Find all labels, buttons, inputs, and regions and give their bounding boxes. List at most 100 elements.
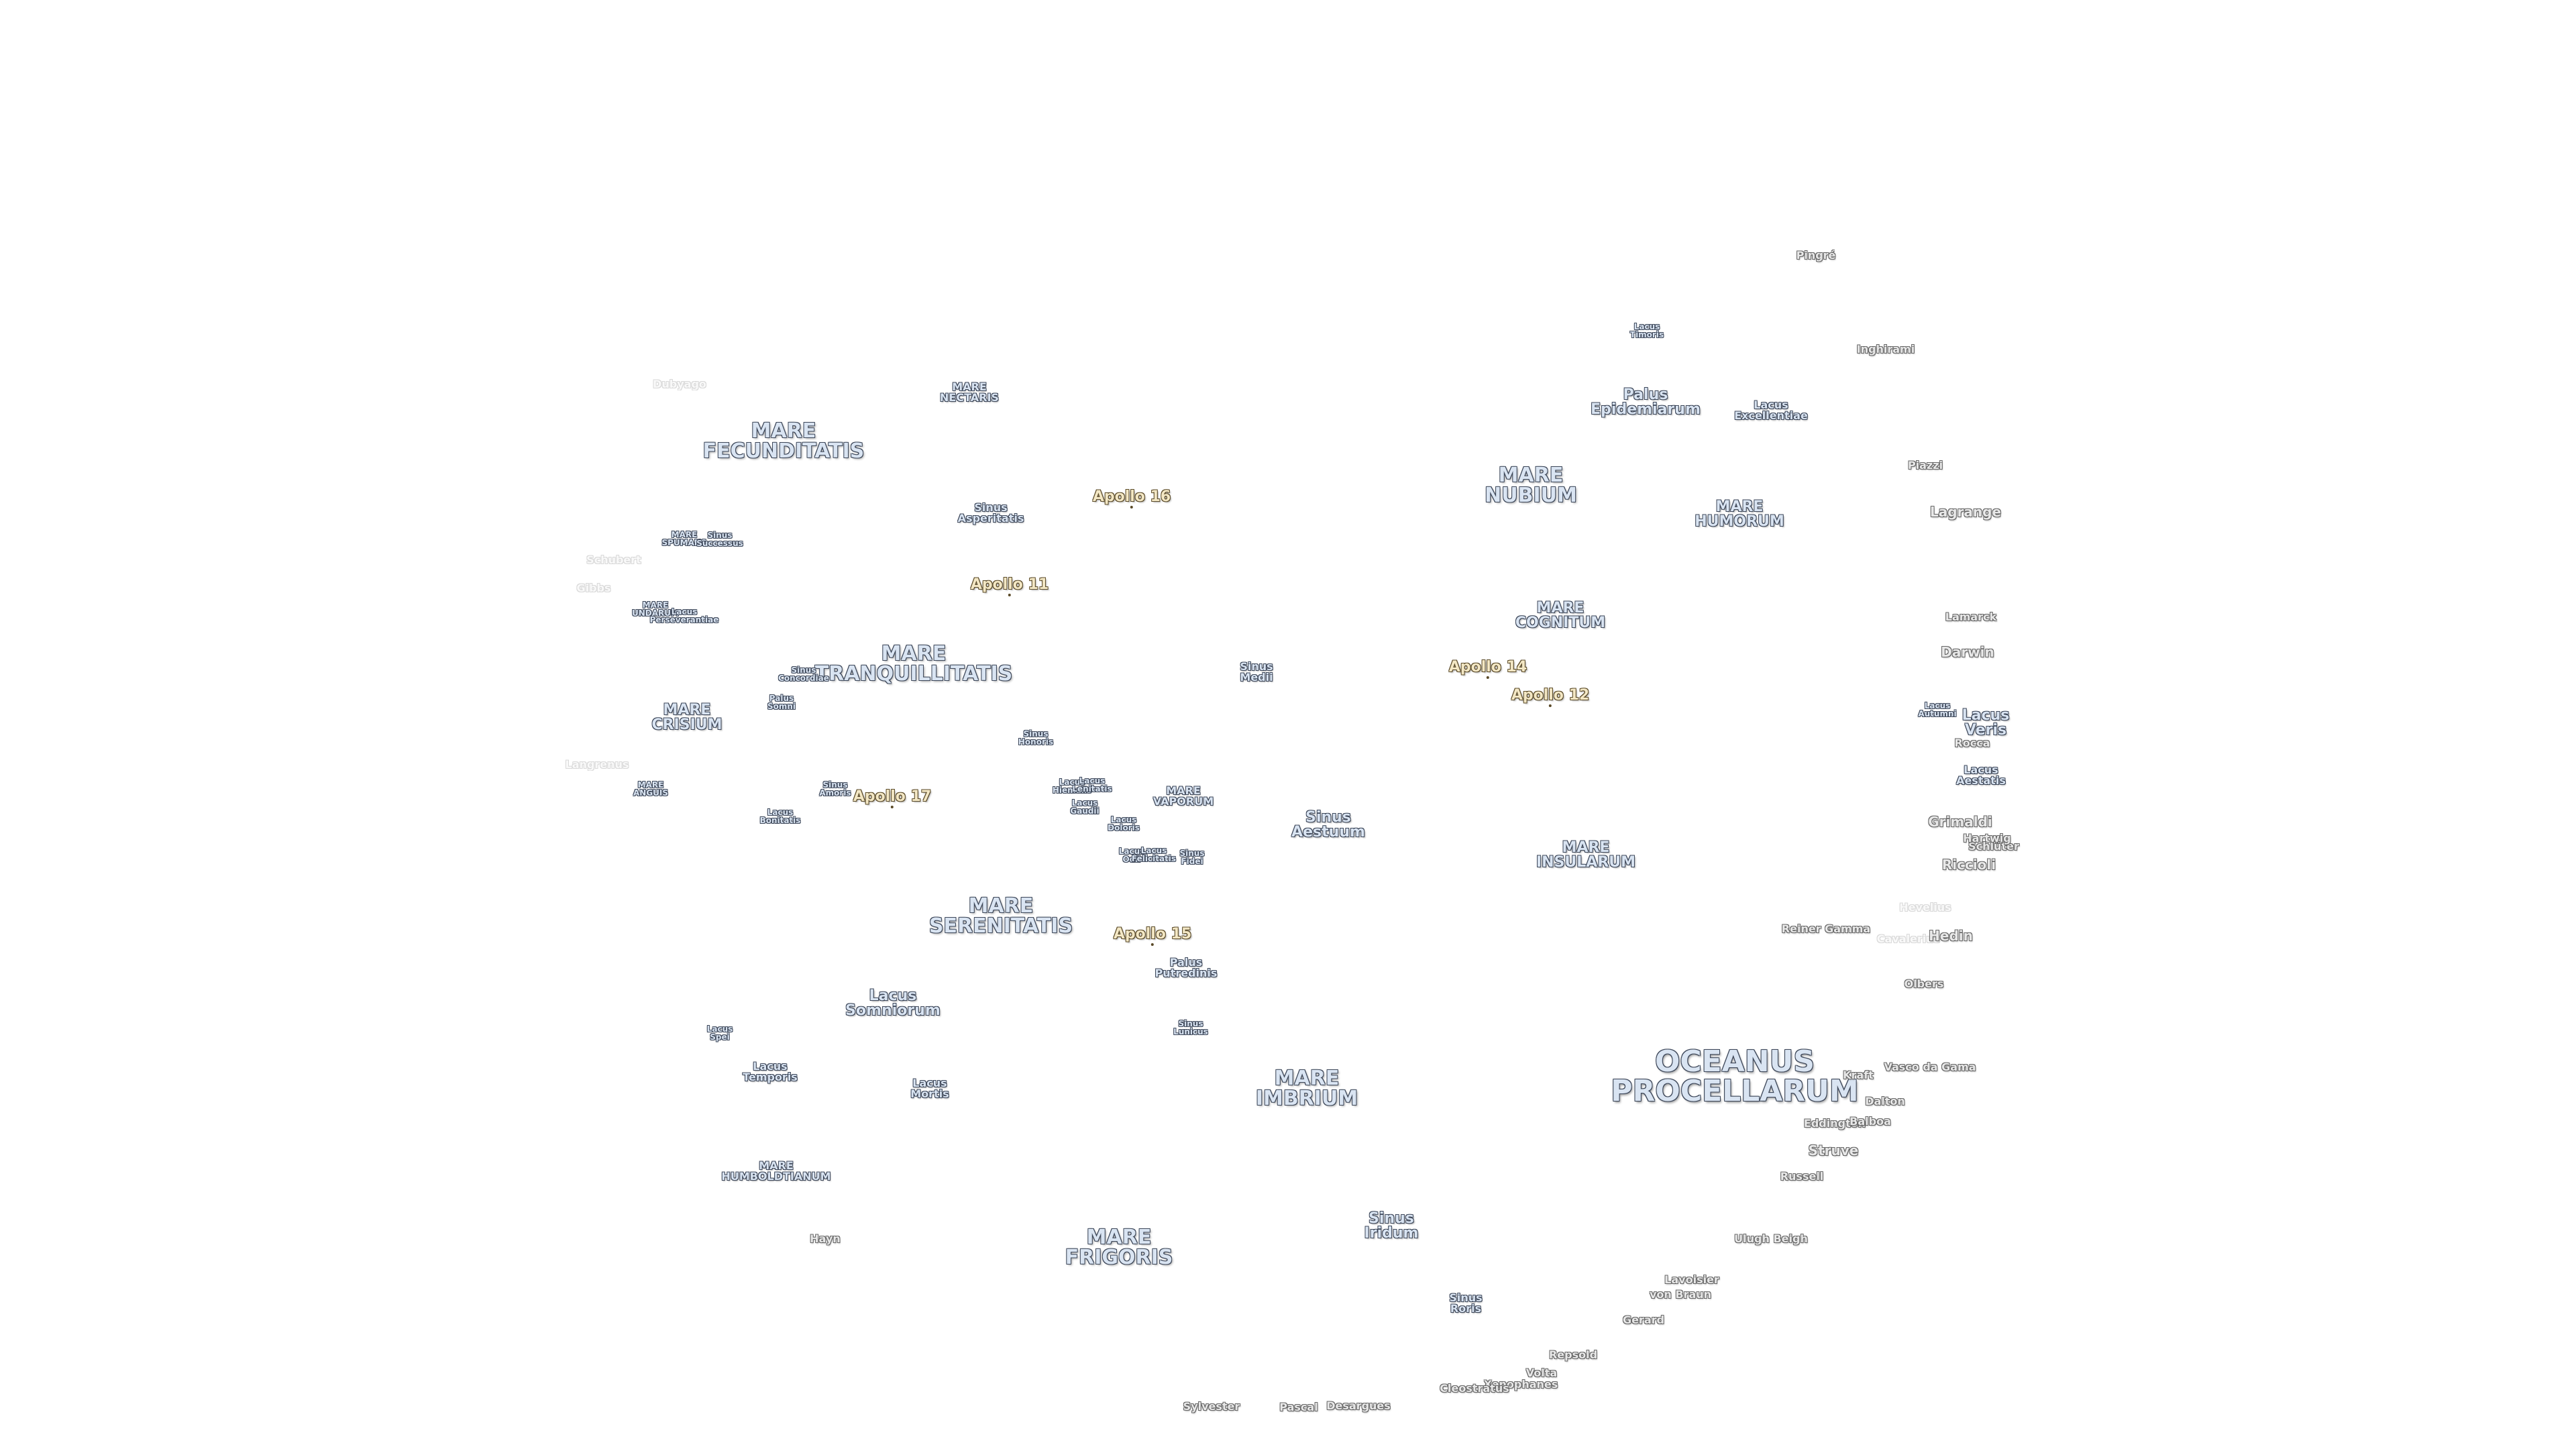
landing-site-label: Apollo 15 — [1113, 926, 1192, 943]
feature-label-line: MARE — [1498, 464, 1564, 487]
feature-label-line: Successus — [696, 539, 743, 548]
feature-label-line: Aestatis — [1956, 774, 2006, 787]
feature-label-line: Lunicus — [1173, 1027, 1208, 1036]
crater-label-struve: Struve — [1808, 1142, 1859, 1159]
crater-label-olbers: Olbers — [1904, 977, 1944, 990]
crater-label-lagrange: Lagrange — [1929, 504, 2002, 520]
landing-site-marker-icon — [1150, 943, 1154, 946]
feature-label-line: Bonitatis — [759, 816, 801, 825]
feature-label-line: Hiemalis — [1052, 786, 1092, 795]
landing-site-apollo-12: Apollo 12 — [1511, 688, 1589, 707]
feature-label-line: MARE — [1166, 784, 1201, 797]
crater-label-schluter: Schlüter — [1968, 840, 2019, 853]
feature-label-line: Concordiae — [778, 674, 829, 683]
crater-label-schubert: Schubert — [586, 553, 641, 566]
feature-label-line: MARE — [642, 600, 669, 610]
feature-label-line: Lacus — [1962, 707, 2010, 724]
crater-label-von-braun: von Braun — [1649, 1288, 1712, 1301]
feature-label-line: MARE — [663, 702, 711, 718]
feature-label-line: ANGUIS — [633, 788, 669, 798]
feature-label-line: Putredinis — [1155, 967, 1218, 979]
feature-label-line: NUBIUM — [1485, 484, 1577, 507]
feature-label-line: Lacus — [1140, 846, 1167, 855]
feature-label-line: Epidemiarum — [1591, 401, 1701, 418]
feature-label-line: Lacus — [706, 1024, 733, 1034]
feature-label-line: Aestuum — [1291, 824, 1365, 841]
landing-site-marker-icon — [1486, 676, 1489, 679]
feature-label-line: FRIGORIS — [1065, 1246, 1173, 1269]
feature-label-line: Excellentiae — [1734, 409, 1808, 422]
feature-label-line: Lacus — [869, 987, 917, 1004]
feature-label-line: Temporis — [743, 1071, 798, 1083]
feature-label-line: MARE — [759, 1159, 794, 1172]
feature-label-line: Sinus — [1305, 809, 1351, 826]
feature-label-line: Mortis — [910, 1087, 949, 1100]
feature-label-line: FECUNDITATIS — [702, 439, 865, 463]
feature-label-line: MARE — [1536, 600, 1585, 616]
feature-label-line: MARE — [1715, 498, 1764, 515]
landing-site-label: Apollo 12 — [1511, 687, 1590, 704]
feature-label-line: Lacus — [671, 607, 698, 616]
feature-label-line: Gaudii — [1070, 806, 1099, 816]
landing-site-apollo-16: Apollo 16 — [1093, 490, 1171, 508]
crater-label-eddington: Eddington — [1803, 1117, 1866, 1130]
feature-label-line: Sinus — [822, 780, 848, 790]
feature-label-line: HUMORUM — [1695, 513, 1784, 530]
landing-site-label: Apollo 14 — [1448, 659, 1527, 676]
feature-label-line: Lacus — [1071, 798, 1098, 808]
feature-label-line: Lacus — [1079, 776, 1106, 786]
feature-label-line: PROCELLARUM — [1611, 1074, 1859, 1108]
landing-site-label: Apollo 17 — [853, 788, 932, 805]
feature-label-line: MARE — [671, 530, 698, 539]
feature-label-line: Doloris — [1108, 823, 1140, 833]
crater-label-pascal: Pascal — [1279, 1401, 1318, 1413]
feature-label-line: Fidei — [1181, 857, 1203, 866]
crater-label-riccioli: Riccioli — [1941, 857, 1996, 873]
feature-label-line: TRANQUILLITATIS — [814, 662, 1013, 686]
feature-label-line: Iridum — [1364, 1225, 1419, 1242]
crater-label-hartwig: Hartwig — [1963, 832, 2011, 845]
feature-label-line: MARE — [1086, 1226, 1152, 1249]
feature-label-line: Sinus — [1368, 1210, 1414, 1227]
feature-label-line: Sinus — [791, 665, 816, 675]
feature-label-line: Lacus — [753, 1060, 788, 1073]
feature-label-line: MARE — [968, 894, 1034, 918]
feature-label-line: Sinus — [1240, 660, 1273, 673]
feature-label-line: Lacus — [1754, 398, 1788, 411]
feature-label-line: Lacus — [1633, 322, 1660, 331]
feature-label-line: VAPORUM — [1152, 795, 1214, 808]
crater-label-lavoisier: Lavoisier — [1664, 1273, 1719, 1286]
feature-label-line: Lacus — [1118, 847, 1145, 856]
crater-label-darwin: Darwin — [1941, 644, 1994, 660]
feature-label-line: Somniorum — [845, 1002, 941, 1019]
feature-label-line: Veris — [1964, 722, 2007, 739]
feature-label-line: Autumni — [1918, 709, 1957, 718]
feature-label-line: UNDARUM — [632, 608, 679, 618]
crater-label-rocca: Rocca — [1954, 737, 1990, 749]
feature-label-line: Palus — [1623, 386, 1668, 403]
feature-label-line: Asperitatis — [957, 512, 1024, 525]
